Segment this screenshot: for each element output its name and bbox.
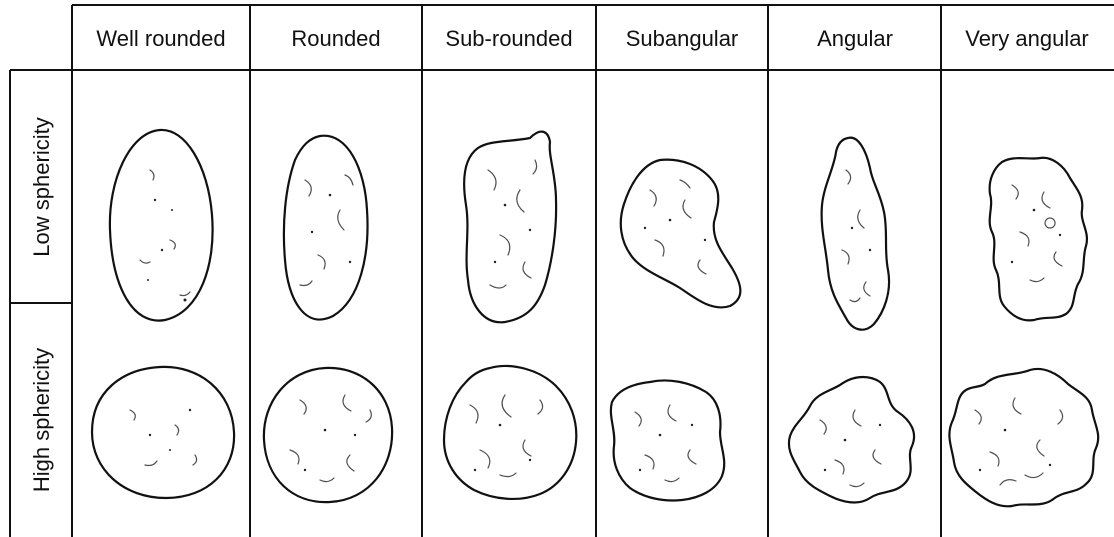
grain-very-angular-high-sphericity — [949, 369, 1098, 506]
grain-angular-low-sphericity — [822, 138, 889, 330]
grain-well-rounded-low-sphericity — [110, 130, 213, 321]
grain-well-rounded-high-sphericity — [92, 367, 234, 498]
grain-angular-high-sphericity — [789, 377, 914, 502]
grain-rounded-high-sphericity — [264, 368, 392, 502]
grain-subangular-low-sphericity — [621, 160, 741, 308]
grain-sub-rounded-low-sphericity — [464, 132, 556, 323]
row-header-high-sphericity: High sphericity — [29, 348, 54, 492]
grain-sub-rounded-high-sphericity — [444, 366, 576, 499]
grain-very-angular-low-sphericity — [990, 158, 1087, 321]
column-header-sub-rounded: Sub-rounded — [445, 26, 572, 51]
row-header-low-sphericity: Low sphericity — [29, 117, 54, 256]
column-header-subangular: Subangular — [626, 26, 739, 51]
column-header-well-rounded: Well rounded — [96, 26, 225, 51]
column-header-very-angular: Very angular — [965, 26, 1089, 51]
grain-subangular-high-sphericity — [611, 380, 724, 500]
grain-rounded-low-sphericity — [284, 136, 368, 320]
column-header-rounded: Rounded — [291, 26, 380, 51]
column-header-angular: Angular — [817, 26, 893, 51]
